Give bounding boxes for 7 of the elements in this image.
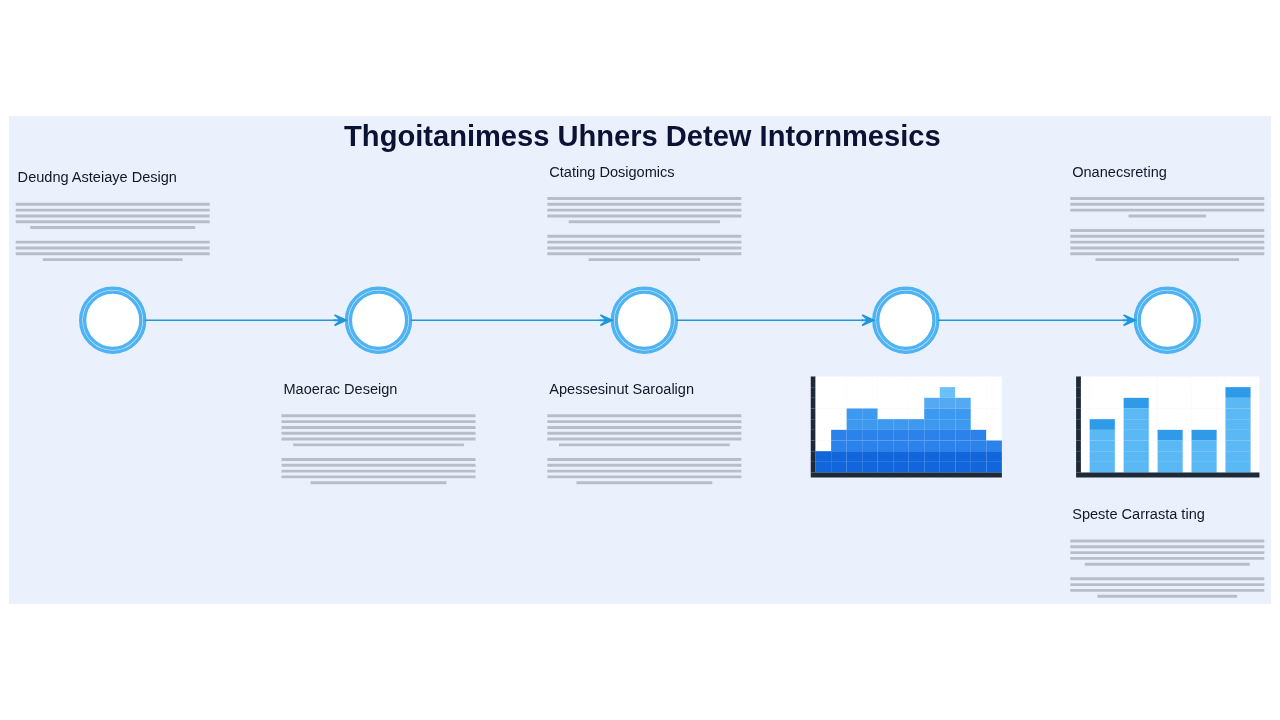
label: Deudng Asteiaye Design (17, 169, 177, 186)
label: Apessesinut Saroalign (549, 380, 695, 397)
diagram-title: Thgoitanimess Uhners Detew Intornmesics (344, 120, 941, 153)
label: Speste Carrasta ting (1072, 506, 1205, 523)
label: Ctating Dosigomics (549, 163, 675, 180)
node-label: Maoerac Deseign (283, 380, 398, 397)
label: Onanecsreting (1072, 163, 1167, 180)
